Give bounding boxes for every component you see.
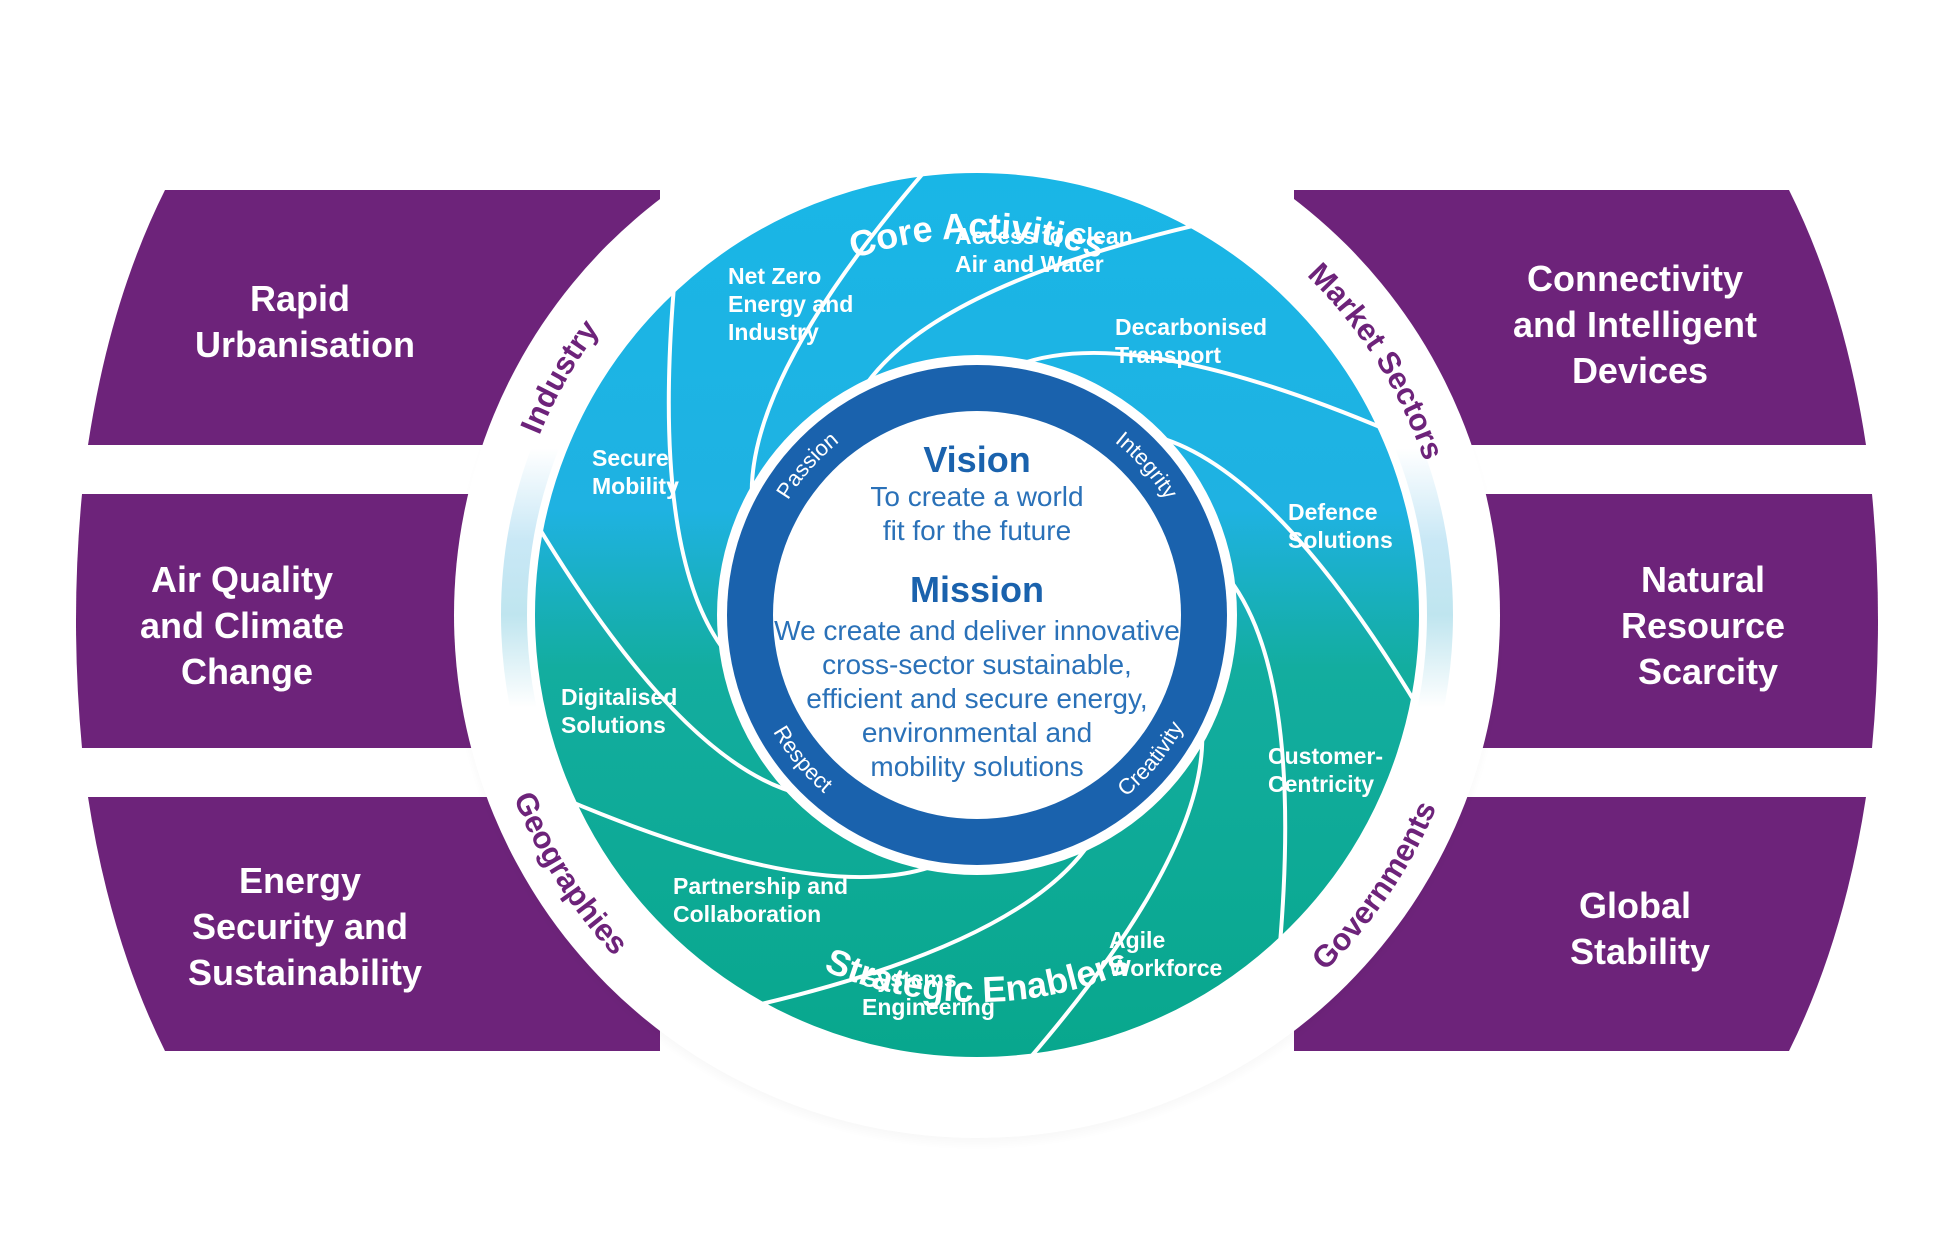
segment-agile-workforce: Agile Workforce xyxy=(1109,927,1222,981)
pinwheel-divider xyxy=(749,171,932,506)
hub-text: Vision To create a world fit for the fut… xyxy=(774,439,1180,782)
hub-center xyxy=(773,411,1181,819)
segment-systems-engineering: Systems Engineering xyxy=(862,966,995,1020)
band-label-natural-resource: Natural Resource Scarcity xyxy=(1621,559,1795,692)
pinwheel-divider xyxy=(666,278,733,660)
mission-title: Mission xyxy=(910,569,1044,610)
pinwheel-divider xyxy=(750,834,1097,1009)
ring-outer-edge xyxy=(531,169,1423,1061)
pinwheel-divider xyxy=(1022,724,1205,1059)
pinwheel-divider xyxy=(533,519,804,797)
vision-title: Vision xyxy=(923,439,1030,480)
pinwheel-divider xyxy=(563,796,943,880)
strategic-enablers: Digitalised Solutions Customer- Centrici… xyxy=(561,684,1389,1020)
pinwheel-divider xyxy=(1011,350,1391,434)
segment-partnership: Partnership and Collaboration xyxy=(673,873,855,927)
vision-line: To create a world xyxy=(870,481,1083,512)
mission-line: efficient and secure energy, xyxy=(806,683,1147,714)
segment-decarbonised-transport: Decarbonised Transport xyxy=(1115,314,1274,368)
mission-line: We create and deliver innovative xyxy=(774,615,1180,646)
segment-clean-air-water: Access to Clean Air and Water xyxy=(955,223,1139,277)
mission-line: mobility solutions xyxy=(870,751,1083,782)
band-label-rapid-urbanisation: Rapid Urbanisation xyxy=(195,278,415,365)
right-driver-labels: Connectivity and Intelligent Devices Nat… xyxy=(1513,258,1795,972)
pinwheel-divider xyxy=(1221,570,1288,952)
segment-digitalised-solutions: Digitalised Solutions xyxy=(561,684,684,738)
band-label-air-quality: Air Quality and Climate Change xyxy=(140,559,354,692)
segment-net-zero: Net Zero Energy and Industry xyxy=(728,263,860,345)
outer-ring-glow xyxy=(501,139,1453,1091)
band-label-global-stability: Global Stability xyxy=(1570,885,1710,972)
pinwheel-dividers xyxy=(533,171,1421,1059)
pinwheel-divider xyxy=(1150,433,1421,711)
mission-line: cross-sector sustainable, xyxy=(822,649,1132,680)
segment-customer-centricity: Customer- Centricity xyxy=(1268,743,1389,797)
band-label-energy-security: Energy Security and Sustainability xyxy=(188,860,422,993)
segment-defence-solutions: Defence Solutions xyxy=(1288,499,1393,553)
pinwheel-divider xyxy=(857,221,1204,396)
left-driver-labels: Rapid Urbanisation Air Quality and Clima… xyxy=(140,278,422,993)
band-label-connectivity: Connectivity and Intelligent Devices xyxy=(1513,258,1767,391)
mission-line: environmental and xyxy=(862,717,1092,748)
core-activities: Net Zero Energy and Industry Access to C… xyxy=(592,223,1393,553)
segment-secure-mobility: Secure Mobility xyxy=(592,445,679,499)
vision-line: fit for the future xyxy=(883,515,1071,546)
